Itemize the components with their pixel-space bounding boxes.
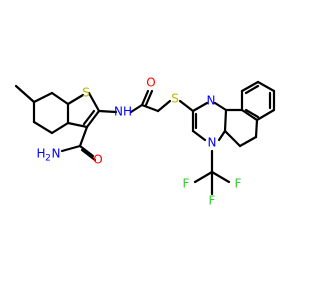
amide-n-label: N: [52, 147, 61, 161]
bond: [254, 118, 259, 139]
amide-h-label: H: [36, 147, 45, 161]
bond: [14, 84, 36, 104]
bond: [191, 101, 209, 113]
bond: [193, 170, 214, 184]
bond: [60, 144, 82, 153]
oxygen-atom-carbonyl-top: O: [146, 76, 155, 90]
bond: [80, 148, 97, 162]
bond: [82, 109, 96, 126]
bond: [32, 91, 54, 104]
amide-subscript-2: 2: [45, 154, 51, 164]
bond: [223, 129, 242, 148]
bond: [140, 89, 150, 107]
bond: [85, 109, 101, 129]
bond: [87, 91, 101, 113]
bond: [244, 84, 260, 95]
bond: [97, 109, 118, 114]
bond: [50, 121, 70, 135]
fluorine-atom-right: F: [235, 177, 242, 191]
bond: [240, 80, 260, 93]
bond-lines: [14, 80, 276, 196]
bond: [144, 89, 154, 107]
sulfur-atom-thiophene: S: [82, 86, 90, 100]
nitrogen-atom-bottom: N: [208, 136, 217, 150]
bond: [238, 135, 258, 148]
molecule-structure-diagram: S NH O S N N O H 2 N F F F: [14, 75, 276, 208]
sulfur-atom-linker: S: [171, 92, 179, 106]
nitrogen-atom-top: N: [207, 94, 216, 108]
oxygen-atom-amide: O: [93, 153, 102, 167]
bond: [244, 108, 260, 119]
nh-atom: NH: [114, 105, 132, 119]
bond: [210, 170, 231, 184]
bond: [191, 129, 207, 142]
bond: [255, 108, 276, 122]
bond: [156, 99, 172, 113]
bond: [217, 129, 227, 142]
bond: [78, 125, 89, 148]
bond: [50, 91, 70, 106]
bond: [213, 101, 228, 112]
bond: [78, 144, 95, 158]
bond: [140, 103, 160, 113]
atom-labels: S NH O S N N O H 2 N F F F: [36, 76, 241, 208]
bond: [178, 99, 195, 113]
bond: [240, 108, 259, 122]
bond: [129, 103, 144, 114]
bond: [32, 120, 54, 135]
bond: [256, 80, 276, 93]
bond: [223, 108, 228, 133]
bond: [66, 121, 89, 129]
fluorine-atom-bottom: F: [209, 194, 216, 208]
fluorine-atom-left: F: [183, 177, 190, 191]
bond: [66, 93, 85, 106]
